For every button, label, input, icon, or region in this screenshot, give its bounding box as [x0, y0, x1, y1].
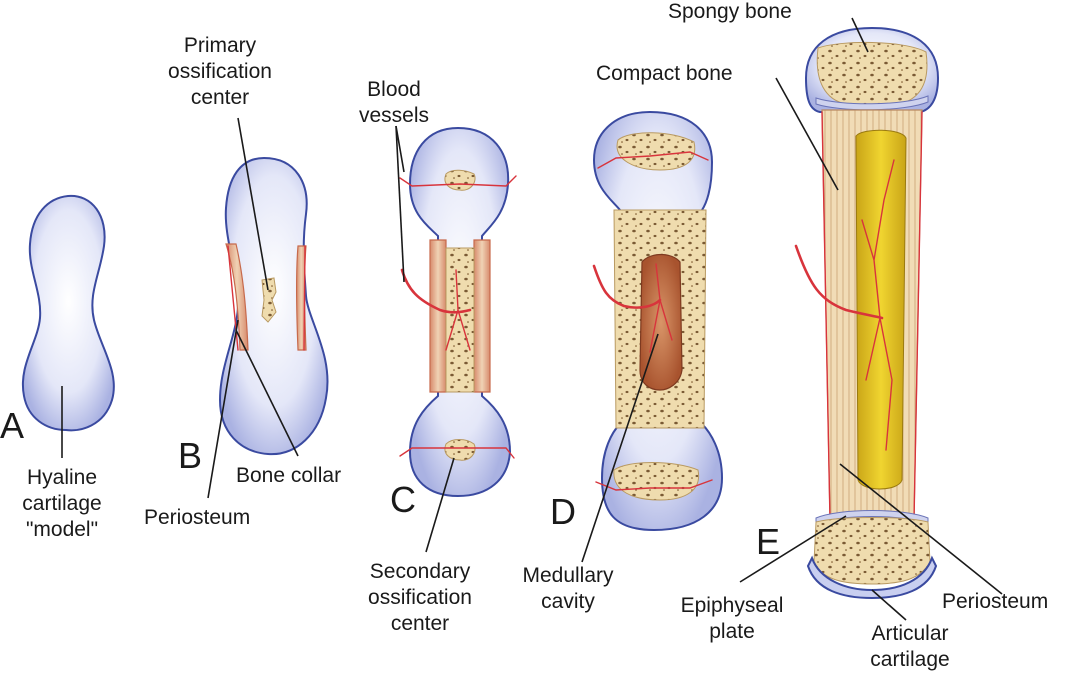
svg-text:vessels: vessels	[359, 104, 429, 127]
stage-letter-e: E	[756, 521, 780, 562]
svg-text:cartilage: cartilage	[22, 492, 101, 515]
stage-letter-d: D	[550, 491, 576, 532]
stage-a-bone	[21, 194, 115, 432]
label-primary-ossification-center: Primary ossification center	[168, 34, 272, 109]
svg-text:"model": "model"	[26, 518, 98, 541]
label-secondary-ossification-center: Secondary ossification center	[368, 560, 472, 635]
label-hyaline-cartilage-model: Hyaline cartilage "model"	[22, 466, 101, 541]
stage-e-bone	[794, 26, 940, 600]
stage-b-bone	[218, 156, 329, 456]
svg-text:Epiphyseal: Epiphyseal	[681, 594, 784, 617]
svg-text:cartilage: cartilage	[870, 648, 949, 671]
svg-text:center: center	[391, 612, 449, 635]
svg-text:ossification: ossification	[168, 60, 272, 83]
svg-text:Blood: Blood	[367, 78, 421, 101]
svg-text:Medullary: Medullary	[522, 564, 614, 587]
svg-text:ossification: ossification	[368, 586, 472, 609]
label-periosteum-e: Periosteum	[942, 590, 1048, 613]
label-compact-bone: Compact bone	[596, 62, 733, 85]
stage-letter-a: A	[0, 405, 24, 446]
label-bone-collar: Bone collar	[236, 464, 341, 487]
label-blood-vessels: Blood vessels	[359, 78, 429, 127]
svg-text:Articular: Articular	[871, 622, 948, 645]
label-articular-cartilage: Articular cartilage	[870, 622, 949, 671]
svg-text:Secondary: Secondary	[370, 560, 471, 583]
svg-text:center: center	[191, 86, 249, 109]
label-spongy-bone: Spongy bone	[668, 0, 792, 23]
label-medullary-cavity: Medullary cavity	[522, 564, 614, 613]
svg-text:Primary: Primary	[184, 34, 257, 57]
svg-text:Hyaline: Hyaline	[27, 466, 97, 489]
stage-letter-b: B	[178, 435, 202, 476]
leader-lines	[61, 17, 1003, 621]
svg-text:plate: plate	[709, 620, 755, 643]
stage-letter-c: C	[390, 479, 416, 520]
label-epiphyseal-plate: Epiphyseal plate	[681, 594, 784, 643]
marrow-cavity	[855, 129, 907, 490]
stage-c-bone	[399, 126, 517, 498]
svg-text:cavity: cavity	[541, 590, 595, 613]
label-periosteum-b: Periosteum	[144, 506, 250, 529]
